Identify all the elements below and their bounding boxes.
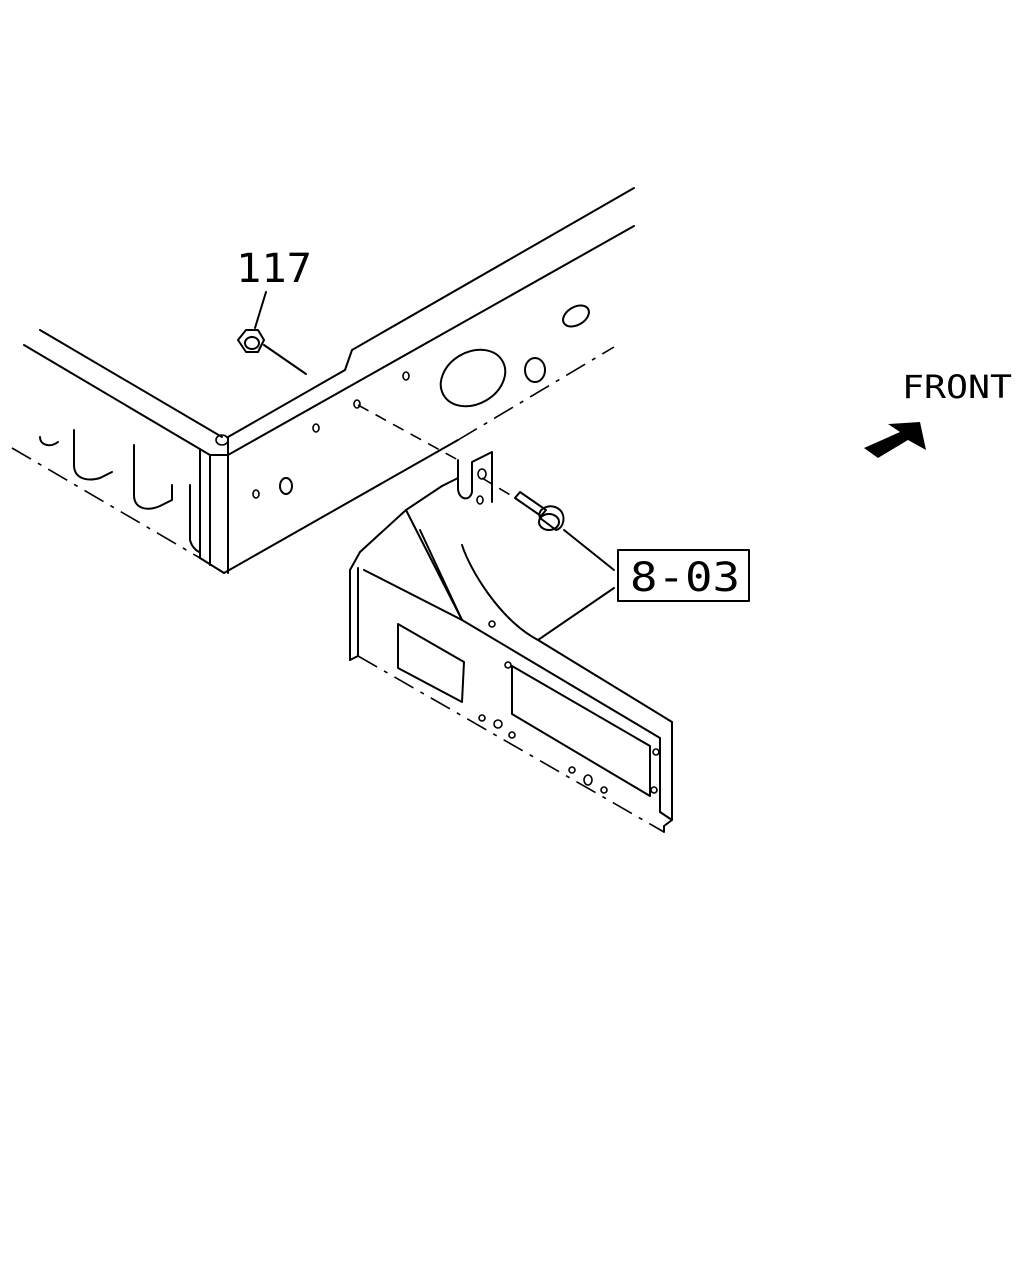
bolt-alignment-line bbox=[481, 477, 513, 497]
part-number-box bbox=[617, 549, 750, 602]
flange-nut bbox=[237, 291, 307, 375]
part-number-803: 8-03 bbox=[630, 555, 740, 601]
frame-rail bbox=[11, 187, 635, 574]
arrow-up-right-icon bbox=[864, 422, 926, 458]
front-label: FRONT bbox=[902, 368, 1012, 406]
bracket bbox=[349, 451, 673, 833]
part-number-117: 117 bbox=[236, 246, 312, 292]
flange-bolt bbox=[514, 491, 615, 641]
alignment-line bbox=[357, 404, 459, 461]
